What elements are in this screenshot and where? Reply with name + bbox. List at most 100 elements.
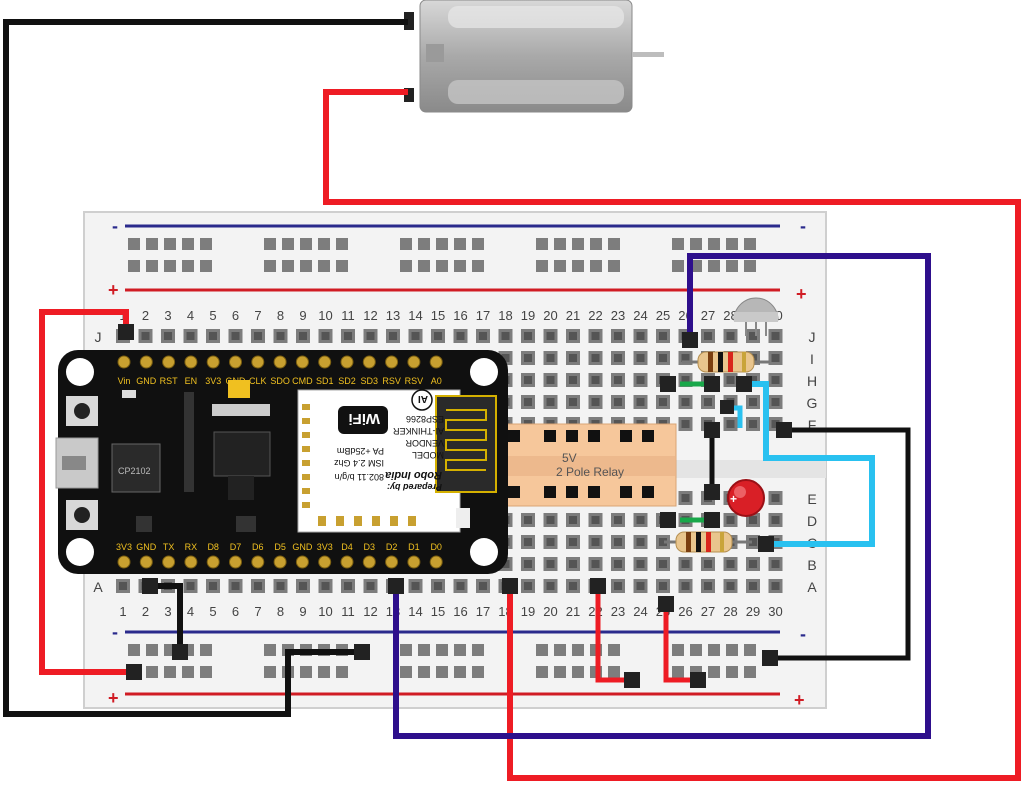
motor-terminal-negative — [404, 12, 414, 30]
pin-label: CMD — [292, 376, 313, 386]
rail-hole — [572, 666, 584, 678]
row-letter: I — [810, 351, 814, 367]
resistor-bottom — [664, 531, 752, 553]
rail-hole — [336, 260, 348, 272]
wire-red-jumper-2 — [663, 604, 698, 683]
pin-icon — [229, 355, 242, 369]
pin-label: 3V3 — [205, 376, 221, 386]
row-letter: A — [807, 579, 817, 595]
rail-hole — [300, 238, 312, 250]
dc-motor — [404, 0, 664, 113]
column-number: 16 — [453, 308, 467, 323]
row-letter: J — [95, 329, 102, 345]
rail-hole — [536, 666, 548, 678]
pin-label: D5 — [274, 542, 286, 552]
pin-icon — [206, 355, 220, 369]
column-number: 22 — [588, 308, 602, 323]
pin-label: RX — [185, 542, 198, 552]
rail-plus-label-bottom-right: + — [794, 690, 805, 710]
pin-icon — [340, 355, 354, 369]
rail-hole — [708, 644, 720, 656]
pin-icon — [318, 555, 332, 569]
module-line4: ESP8266 — [406, 414, 444, 424]
rail-hole — [672, 238, 684, 250]
column-number: 3 — [164, 308, 171, 323]
rail-hole — [536, 260, 548, 272]
rail-hole — [318, 238, 330, 250]
rail-hole — [128, 644, 140, 656]
pin-icon — [206, 555, 220, 569]
resistor-top — [682, 351, 770, 373]
pin-label: D2 — [386, 542, 398, 552]
rail-hole — [744, 644, 756, 656]
rail-hole — [744, 260, 756, 272]
column-number: 12 — [363, 604, 377, 619]
column-number: 15 — [431, 604, 445, 619]
wire-motor-black — [3, 19, 408, 717]
pin-icon — [385, 555, 399, 569]
column-number: 2 — [142, 308, 149, 323]
rail-hole — [400, 238, 412, 250]
column-number: 6 — [232, 604, 239, 619]
pin-icon — [407, 355, 421, 369]
column-number: 3 — [164, 604, 171, 619]
module-line6: VENDOR — [405, 438, 444, 448]
module-line2: ISM 2.4 Ghz — [333, 458, 384, 468]
column-number: 27 — [701, 604, 715, 619]
rail-hole — [264, 260, 276, 272]
rail-hole — [418, 238, 430, 250]
pin-label: SD2 — [338, 376, 356, 386]
rail-hole — [182, 666, 194, 678]
led-red: + — [727, 479, 765, 517]
pin-icon — [273, 555, 287, 569]
pin-label: A0 — [431, 376, 442, 386]
column-number: 25 — [656, 308, 670, 323]
rail-hole — [744, 666, 756, 678]
module-prepared-by: Prepared by: — [387, 482, 442, 492]
row-letter: A — [93, 579, 103, 595]
rail-minus-label: - — [112, 216, 118, 236]
rail-hole — [400, 666, 412, 678]
rail-hole — [400, 644, 412, 656]
rail-hole — [182, 260, 194, 272]
relay-voltage-label: 5V — [562, 451, 577, 465]
column-number: 12 — [363, 308, 377, 323]
pin-label: CLK — [249, 376, 267, 386]
pin-icon — [184, 555, 198, 569]
mount-hole-icon — [66, 358, 94, 386]
rail-hole — [200, 644, 212, 656]
rail-hole — [744, 238, 756, 250]
column-number: 5 — [209, 308, 216, 323]
pin-label: RSV — [382, 376, 401, 386]
pin-icon — [340, 555, 354, 569]
rail-hole — [608, 666, 620, 678]
rail-hole — [726, 644, 738, 656]
column-number: 6 — [232, 308, 239, 323]
pin-label: D3 — [364, 542, 376, 552]
pin-label: GND — [136, 376, 157, 386]
rail-hole — [554, 260, 566, 272]
pin-icon — [429, 555, 443, 569]
rail-hole — [590, 260, 602, 272]
usb-chip-label: CP2102 — [118, 466, 151, 476]
pin-label: D0 — [430, 542, 442, 552]
column-number: 24 — [633, 604, 647, 619]
mount-hole-icon — [66, 538, 94, 566]
pin-icon — [162, 555, 176, 569]
module-line7: MODEL — [412, 450, 444, 460]
rail-hole — [436, 238, 448, 250]
row-letter: B — [807, 557, 816, 573]
column-number: 18 — [498, 308, 512, 323]
column-number: 7 — [254, 604, 261, 619]
column-number: 13 — [386, 308, 400, 323]
pin-icon — [162, 355, 176, 369]
pin-icon — [139, 555, 153, 569]
column-number: 20 — [543, 604, 557, 619]
column-number: 8 — [277, 308, 284, 323]
pin-icon — [407, 555, 421, 569]
pin-icon — [295, 355, 309, 369]
pin-label: D8 — [207, 542, 219, 552]
rail-hole — [436, 260, 448, 272]
rail-hole — [336, 238, 348, 250]
rail-hole — [608, 238, 620, 250]
